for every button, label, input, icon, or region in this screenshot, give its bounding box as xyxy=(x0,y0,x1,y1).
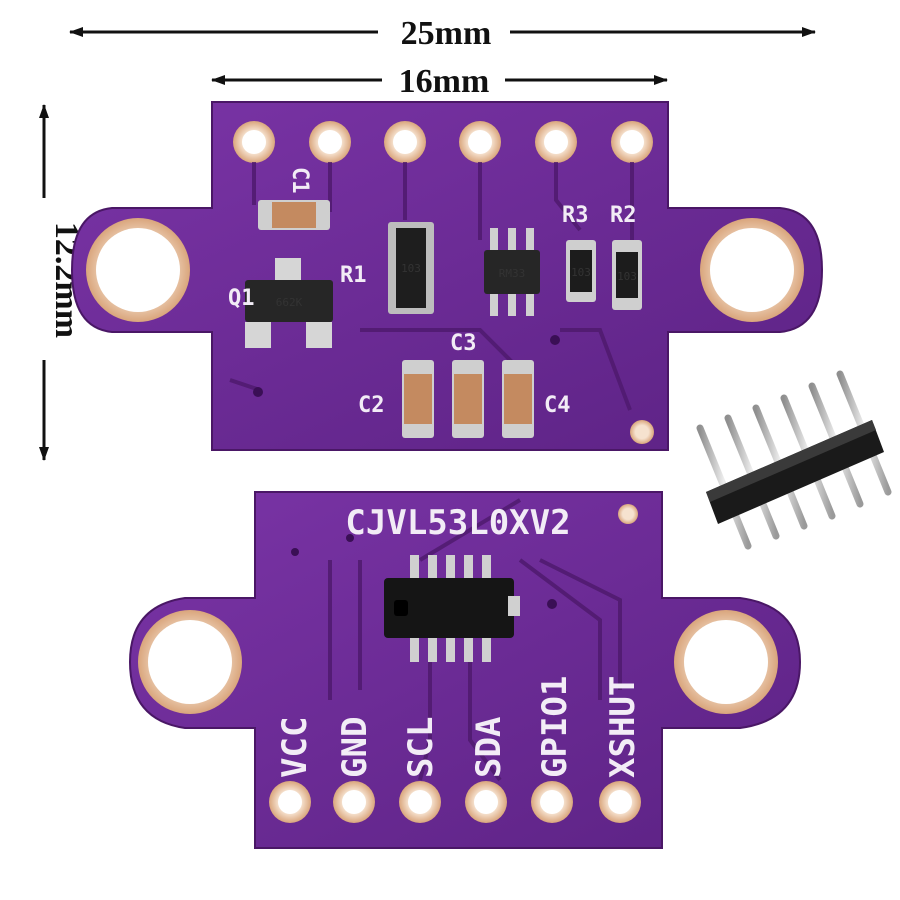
dim-25mm-label: 25mm xyxy=(401,15,492,52)
pin-label-sda: SDA xyxy=(469,717,509,778)
svg-text:103: 103 xyxy=(571,266,591,279)
back-header-pads xyxy=(269,781,641,823)
r2-label: R2 xyxy=(610,203,637,228)
r1-label: R1 xyxy=(340,263,367,288)
back-board: CJVL53L0XV2 VCC GND SCL SDA GPI xyxy=(128,491,802,849)
r2-resistor: 103 xyxy=(612,240,642,310)
pin-label-scl: SCL xyxy=(401,717,441,778)
pin-header xyxy=(696,370,892,550)
pin-header-plastic xyxy=(706,420,884,524)
c3-label: C3 xyxy=(450,331,477,356)
svg-text:662K: 662K xyxy=(276,296,303,309)
c2-capacitor xyxy=(402,360,434,438)
c4-label: C4 xyxy=(544,393,571,418)
back-traces xyxy=(328,498,622,782)
c1-capacitor xyxy=(258,200,330,230)
c3-capacitor xyxy=(452,360,484,438)
svg-text:103: 103 xyxy=(617,270,637,283)
r3-resistor: 103 xyxy=(566,240,596,302)
r1-resistor-array: 103 xyxy=(388,222,434,314)
pin-label-xshut: XSHUT xyxy=(603,676,643,778)
pin-label-vcc: VCC xyxy=(275,717,315,778)
front-test-pad xyxy=(630,420,654,444)
dim-16mm-label: 16mm xyxy=(399,63,490,100)
front-board-pcb xyxy=(70,101,824,451)
pin-label-gpio1: GPIO1 xyxy=(535,676,575,778)
front-board: C1 662K Q1 103 R1 RM33 xyxy=(70,101,824,451)
pin-label-gnd: GND xyxy=(335,717,375,778)
q1-label: Q1 xyxy=(228,286,255,311)
c2-label: C2 xyxy=(358,393,385,418)
svg-text:RM33: RM33 xyxy=(499,267,526,280)
svg-text:103: 103 xyxy=(401,262,421,275)
front-traces xyxy=(229,162,634,411)
back-board-pcb xyxy=(128,491,802,849)
front-header-pads xyxy=(233,121,653,163)
regulator-chip: RM33 xyxy=(484,228,540,316)
c4-capacitor xyxy=(502,360,534,438)
c1-label: C1 xyxy=(287,167,312,194)
vl53l0x-sensor xyxy=(384,555,520,662)
back-board-title: CJVL53L0XV2 xyxy=(345,503,570,543)
dimension-annotations: 25mm 16mm 12.2mm xyxy=(39,15,816,461)
q1-transistor: 662K xyxy=(245,258,333,348)
back-pin-labels: VCC GND SCL SDA GPIO1 XSHUT xyxy=(275,676,643,778)
r3-label: R3 xyxy=(562,203,589,228)
